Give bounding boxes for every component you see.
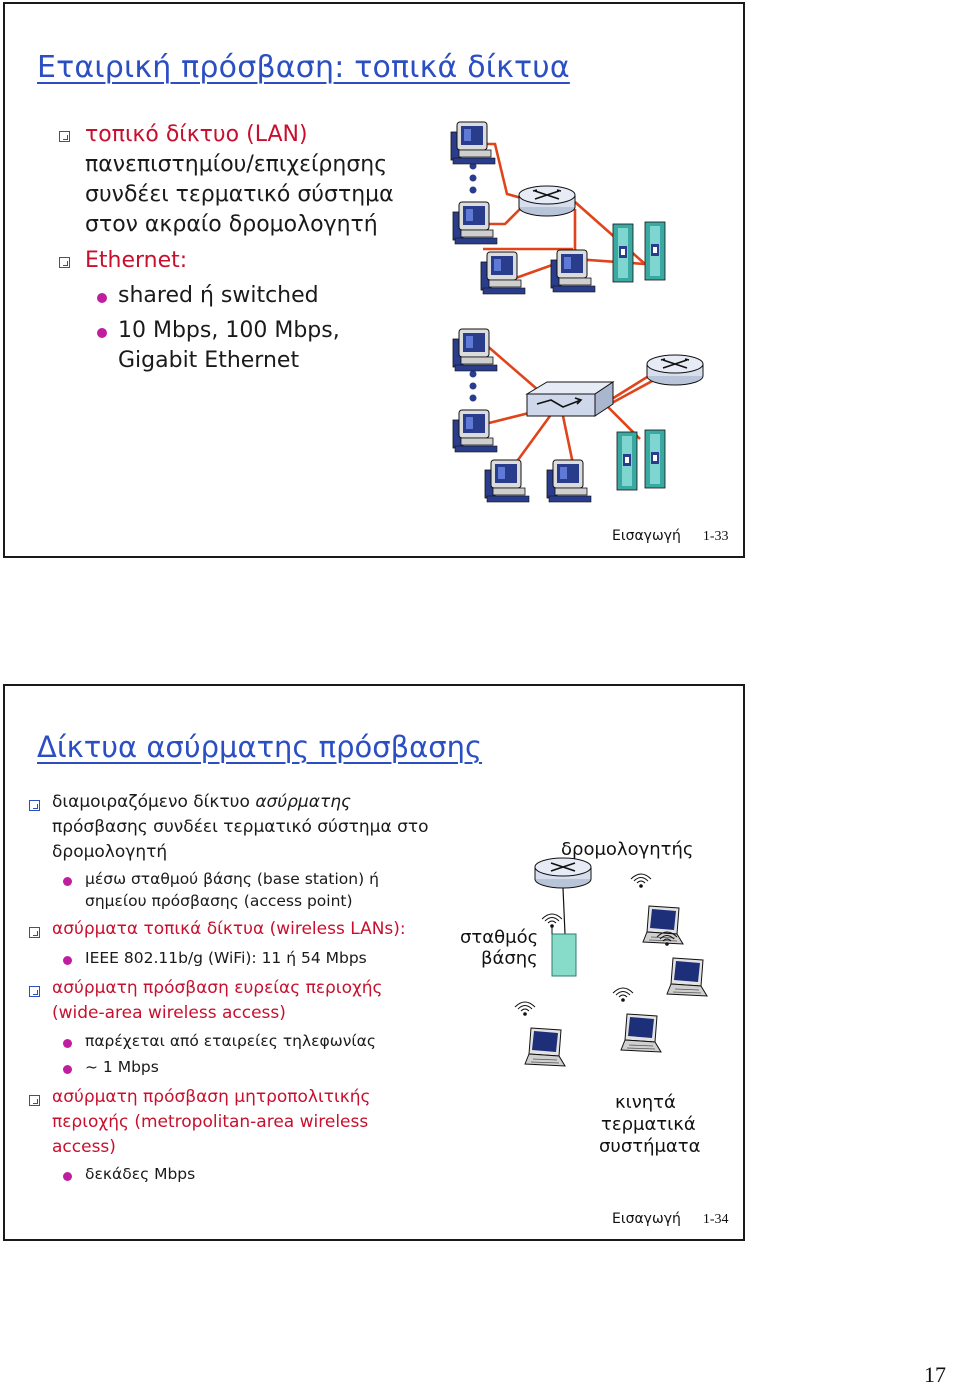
sub-bullet-icon: [63, 1039, 72, 1048]
antenna-icon: [612, 987, 634, 1003]
bullet-square-icon: [29, 927, 40, 938]
bullet-lan-line1: τοπικό δίκτυο (LAN): [85, 122, 308, 147]
slide-title: Εταιρική πρόσβαση: τοπικά δίκτυα: [37, 50, 570, 85]
antenna-icon: [630, 873, 652, 889]
base-station-label-line2: βάσης: [481, 948, 538, 969]
switch-icon: [525, 381, 615, 417]
bullet-square-icon: [29, 800, 40, 811]
slide-ethernet-access: Εταιρική πρόσβαση: τοπικά δίκτυα τοπικό …: [3, 2, 745, 558]
bullet-shared-wireless-line1: διαμοιραζόμενο δίκτυο ασύρματης: [52, 792, 351, 812]
bullet-lan-accent: τοπικό δίκτυο (LAN): [85, 122, 308, 147]
bullet-metropolitan-line3: access): [52, 1137, 116, 1157]
router-label: δρομολογητής: [561, 839, 694, 860]
sub-bullet-icon: [63, 1065, 72, 1074]
slide-wireless-access: Δίκτυα ασύρματης πρόσβασης διαμοιραζόμεν…: [3, 684, 745, 1241]
slide-title-text: Δίκτυα ασύρματης πρόσβασης: [37, 730, 483, 764]
desktop-computer-icon: [480, 251, 526, 295]
ethernet-network-diagram: [450, 121, 704, 503]
bullet-square-icon: [29, 1095, 40, 1106]
footer-section: Εισαγωγή: [612, 528, 681, 544]
sub-bullet-icon: [63, 956, 72, 965]
antenna-icon: [514, 1001, 536, 1017]
subbullet-wifi-text: IEEE 802.11b/g (WiFi): 11 ή 54 Mbps: [85, 949, 367, 967]
footer-slide-number: 1-34: [702, 1212, 729, 1227]
bullet-square-icon: [29, 986, 40, 997]
mobile-label-line2: τερματικά: [601, 1114, 696, 1135]
wireless-network-diagram: [514, 857, 708, 1067]
server-icon: [612, 223, 634, 283]
slide-footer: Εισαγωγή 1-34: [612, 1211, 729, 1228]
desktop-computer-icon: [550, 249, 596, 293]
sub-bullet-icon: [97, 293, 107, 303]
bullet-shared-wireless-line2: πρόσβασης συνδέει τερματικό σύστημα στο: [52, 817, 429, 837]
footer-section: Εισαγωγή: [612, 1211, 681, 1227]
bullet-metropolitan-line1: ασύρματη πρόσβαση μητροπολιτικής: [52, 1087, 371, 1107]
laptop-icon: [666, 957, 708, 997]
bullet-lan-line2: πανεπιστημίου/επιχείρησης: [85, 152, 388, 177]
slide-title: Δίκτυα ασύρματης πρόσβασης: [37, 730, 482, 764]
footer-slide-number: 1-33: [702, 529, 729, 544]
sub-bullet-icon: [63, 1172, 72, 1181]
subbullet-base-station-line2: σημείου πρόσβασης (access point): [85, 892, 353, 910]
bullet-square-icon: [59, 131, 70, 142]
bullet-shared-wireless-line3: δρομολογητή: [52, 842, 168, 862]
page-number: 17: [924, 1362, 946, 1387]
mobile-label-line1: κινητά: [615, 1092, 676, 1113]
bullet-wireless-lans-text: ασύρματα τοπικά δίκτυα (wireless LANs):: [52, 919, 406, 939]
server-icon: [644, 429, 666, 489]
slide-title-text: Εταιρική πρόσβαση: τοπικά δίκτυα: [37, 50, 570, 85]
base-station-icon: [541, 913, 577, 977]
subbullet-speeds-line2: Gigabit Ethernet: [118, 348, 300, 373]
server-icon: [644, 221, 666, 281]
desktop-computer-icon: [546, 459, 592, 503]
bullet-emphasis: ασύρματης: [255, 792, 351, 812]
desktop-computer-icon: [484, 459, 530, 503]
bullet-lan-line4: στον ακραίο δρομολογητή: [85, 212, 378, 237]
bullet-text: διαμοιραζόμενο δίκτυο: [52, 792, 256, 812]
base-station-label-line1: σταθμός: [460, 927, 539, 948]
sub-bullet-icon: [63, 877, 72, 886]
subbullet-shared-text: shared ή switched: [118, 283, 319, 308]
mobile-label-line3: συστήματα: [599, 1136, 701, 1157]
subbullet-1mbps-text: ~ 1 Mbps: [85, 1058, 159, 1076]
bullet-wide-area-line2: (wide-area wireless access): [52, 1003, 286, 1023]
slide-footer: Εισαγωγή 1-33: [612, 528, 729, 545]
bullet-ethernet-text: Ethernet:: [85, 248, 188, 273]
subbullet-tens-mbps-text: δεκάδες Mbps: [85, 1165, 196, 1183]
router-icon: [646, 354, 704, 386]
laptop-icon: [620, 1013, 662, 1053]
subbullet-telephony-text: παρέχεται από εταιρείες τηλεφωνίας: [85, 1032, 376, 1050]
bullet-lan-line3: συνδέει τερματικό σύστημα: [85, 182, 394, 207]
bullet-square-icon: [59, 257, 70, 268]
laptop-icon: [642, 905, 684, 945]
bullet-wide-area-line1: ασύρματη πρόσβαση ευρείας περιοχής: [52, 978, 383, 998]
bullet-metropolitan-line2: περιοχής (metropolitan-area wireless: [52, 1112, 369, 1132]
desktop-computer-icon: [452, 409, 498, 453]
subbullet-speeds-line1: 10 Mbps, 100 Mbps,: [118, 318, 340, 343]
router-icon: [534, 857, 592, 889]
subbullet-base-station-line1: μέσω σταθμού βάσης (base station) ή: [85, 870, 379, 888]
laptop-icon: [524, 1027, 566, 1067]
router-icon: [518, 185, 576, 217]
sub-bullet-icon: [97, 328, 107, 338]
server-icon: [616, 431, 638, 491]
